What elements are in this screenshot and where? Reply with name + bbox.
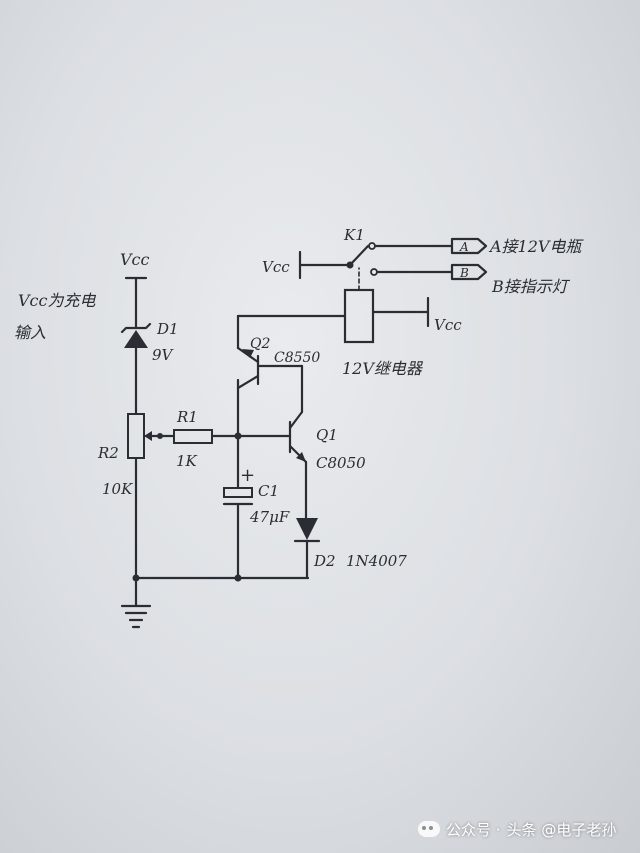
vcc-switch-label: Vcc (262, 258, 290, 276)
relay-label: 12V继电器 (342, 359, 424, 378)
switch-contact-a (368, 242, 376, 250)
vcc-note-line2: 输入 (14, 323, 46, 342)
r2-value-label: 10K (102, 480, 133, 498)
r1-value-label: 1K (176, 452, 198, 470)
vcc-input-note: Vcc为充电 输入 (14, 291, 96, 342)
vcc-note-line1: Vcc为充电 (18, 291, 96, 310)
c1-plus-sign: + (240, 465, 255, 486)
ground-icon (120, 604, 152, 629)
transistor-q1 (288, 410, 308, 464)
transistor-q2 (236, 346, 304, 390)
potentiometer-r2 (127, 413, 162, 459)
port-a-desc: A接12V电瓶 (488, 237, 584, 256)
resistor-r1 (173, 429, 213, 444)
d1-name-label: D1 (156, 320, 179, 338)
r1-name-label: R1 (176, 408, 198, 426)
vcc-coil-label: Vcc (434, 316, 462, 334)
diode-d2 (293, 518, 321, 543)
switch-contact-b (370, 268, 378, 276)
q1-part-label: C8050 (316, 454, 366, 472)
watermark: 公众号 · 头条 @电子老孙 (418, 812, 636, 846)
c1-name-label: C1 (258, 482, 279, 500)
port-a-connector (450, 237, 488, 255)
port-b-connector (450, 263, 488, 281)
port-a-letter: A (459, 240, 469, 254)
c1-value-label: 47μF (249, 508, 290, 526)
junction-gnd-left (132, 574, 140, 582)
switch-blade (348, 244, 370, 267)
junction-wiper (157, 433, 163, 439)
port-b-desc: B接指示灯 (491, 277, 571, 296)
watermark-prefix: 公众号 · (446, 820, 501, 839)
watermark-author: 头条 @电子老孙 (506, 820, 617, 839)
relay-coil (343, 288, 375, 344)
q1-name-label: Q1 (316, 426, 338, 444)
vcc-top-label: Vcc (120, 250, 150, 269)
q2-part-label: C8550 (274, 350, 320, 366)
port-b-letter: B (459, 266, 469, 280)
q2-name-label: Q2 (250, 336, 270, 352)
r2-name-label: R2 (97, 444, 119, 462)
d2-part-label: 1N4007 (346, 552, 407, 570)
d1-value-label: 9V (152, 346, 175, 364)
wechat-icon (418, 821, 440, 837)
capacitor-c1 (222, 487, 254, 506)
d2-name-label: D2 (313, 552, 336, 570)
k1-name-label: K1 (343, 226, 365, 244)
zener-diode-d1 (120, 322, 152, 348)
